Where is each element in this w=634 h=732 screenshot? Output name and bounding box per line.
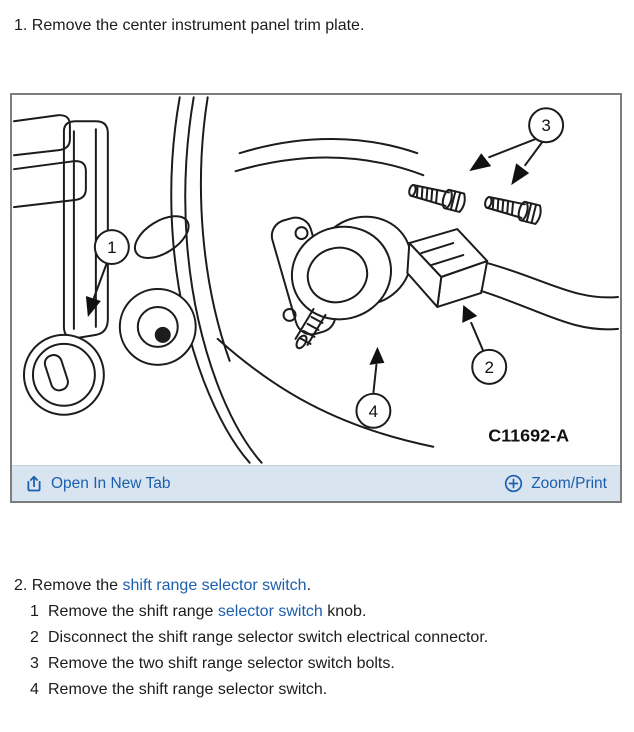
shift-range-selector-switch-link[interactable]: shift range selector switch [122,577,307,594]
callout-1: 1 [85,229,130,317]
substep-number: 1 [30,603,39,620]
zoom-print-link[interactable]: Zoom/Print [504,474,607,493]
vent-slots [12,114,87,209]
part-code: C11692-A [488,426,569,446]
substep-number: 3 [30,655,39,672]
electrical-connector [406,228,620,331]
shift-range-selector-switch [270,215,412,350]
open-in-new-tab-link[interactable]: Open In New Tab [25,475,170,493]
switch-stud [294,307,327,350]
figure-panel: 1 [10,93,622,503]
substep-2: 2 Disconnect the shift range selector swi… [30,625,634,651]
trim-strip [62,120,109,340]
selector-knob [22,333,105,416]
substep-number: 2 [30,629,39,646]
step-2-text: 2. Remove the shift range selector switc… [14,573,634,599]
open-in-new-tab-icon [27,475,41,491]
callout-3-number: 3 [541,116,550,135]
text-fragment: Remove the shift range selector switch. [48,681,328,698]
substep-number: 4 [30,681,39,698]
text-fragment: . [306,577,312,594]
text-fragment: 2. Remove the [14,577,123,594]
callout-2-number: 2 [484,358,493,377]
text-fragment: Remove the shift range [48,603,218,620]
step-1-text: 1. Remove the center instrument panel tr… [14,17,365,34]
callout-1-number: 1 [107,238,116,257]
zoom-plus-icon [505,474,523,493]
text-fragment: Disconnect the shift range selector swit… [48,629,489,646]
substep-3: 3 Remove the two shift range selector swi… [30,651,634,677]
text-fragment: Remove the two shift range selector swit… [48,655,395,672]
selector-switch-link[interactable]: selector switch [217,603,323,620]
text-fragment: knob. [322,603,367,620]
bolt-2 [484,196,542,225]
oval-cutout [133,215,190,259]
callout-4: 4 [355,346,392,429]
callout-3: 3 [469,107,565,186]
zoom-print-label: Zoom/Print [531,474,607,492]
bolt-1 [408,184,466,213]
open-in-new-tab-label: Open In New Tab [51,474,171,492]
diagram-image: 1 [12,95,620,465]
substep-4: 4 Remove the shift range selector switch. [30,677,634,703]
round-gauge [118,287,197,366]
callout-2: 2 [462,304,508,385]
figure-toolbar: Open In New Tab Zoom/Print [12,465,620,501]
callout-4-number: 4 [369,402,378,421]
